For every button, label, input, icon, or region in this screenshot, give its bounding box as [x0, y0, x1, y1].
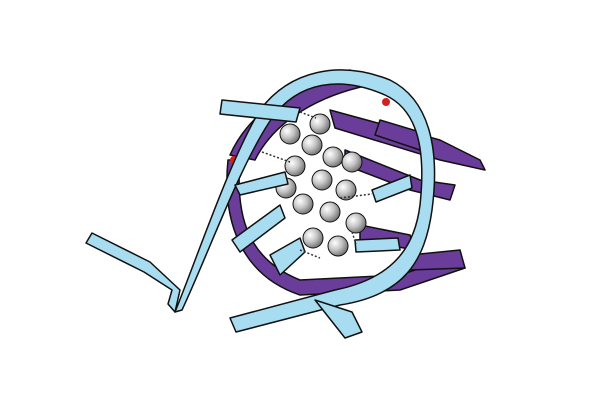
red-atom: [382, 98, 390, 106]
hydrogen-bonds: [261, 111, 373, 259]
light-blue-strand: [85, 69, 436, 339]
spheres-group: [275, 113, 367, 257]
